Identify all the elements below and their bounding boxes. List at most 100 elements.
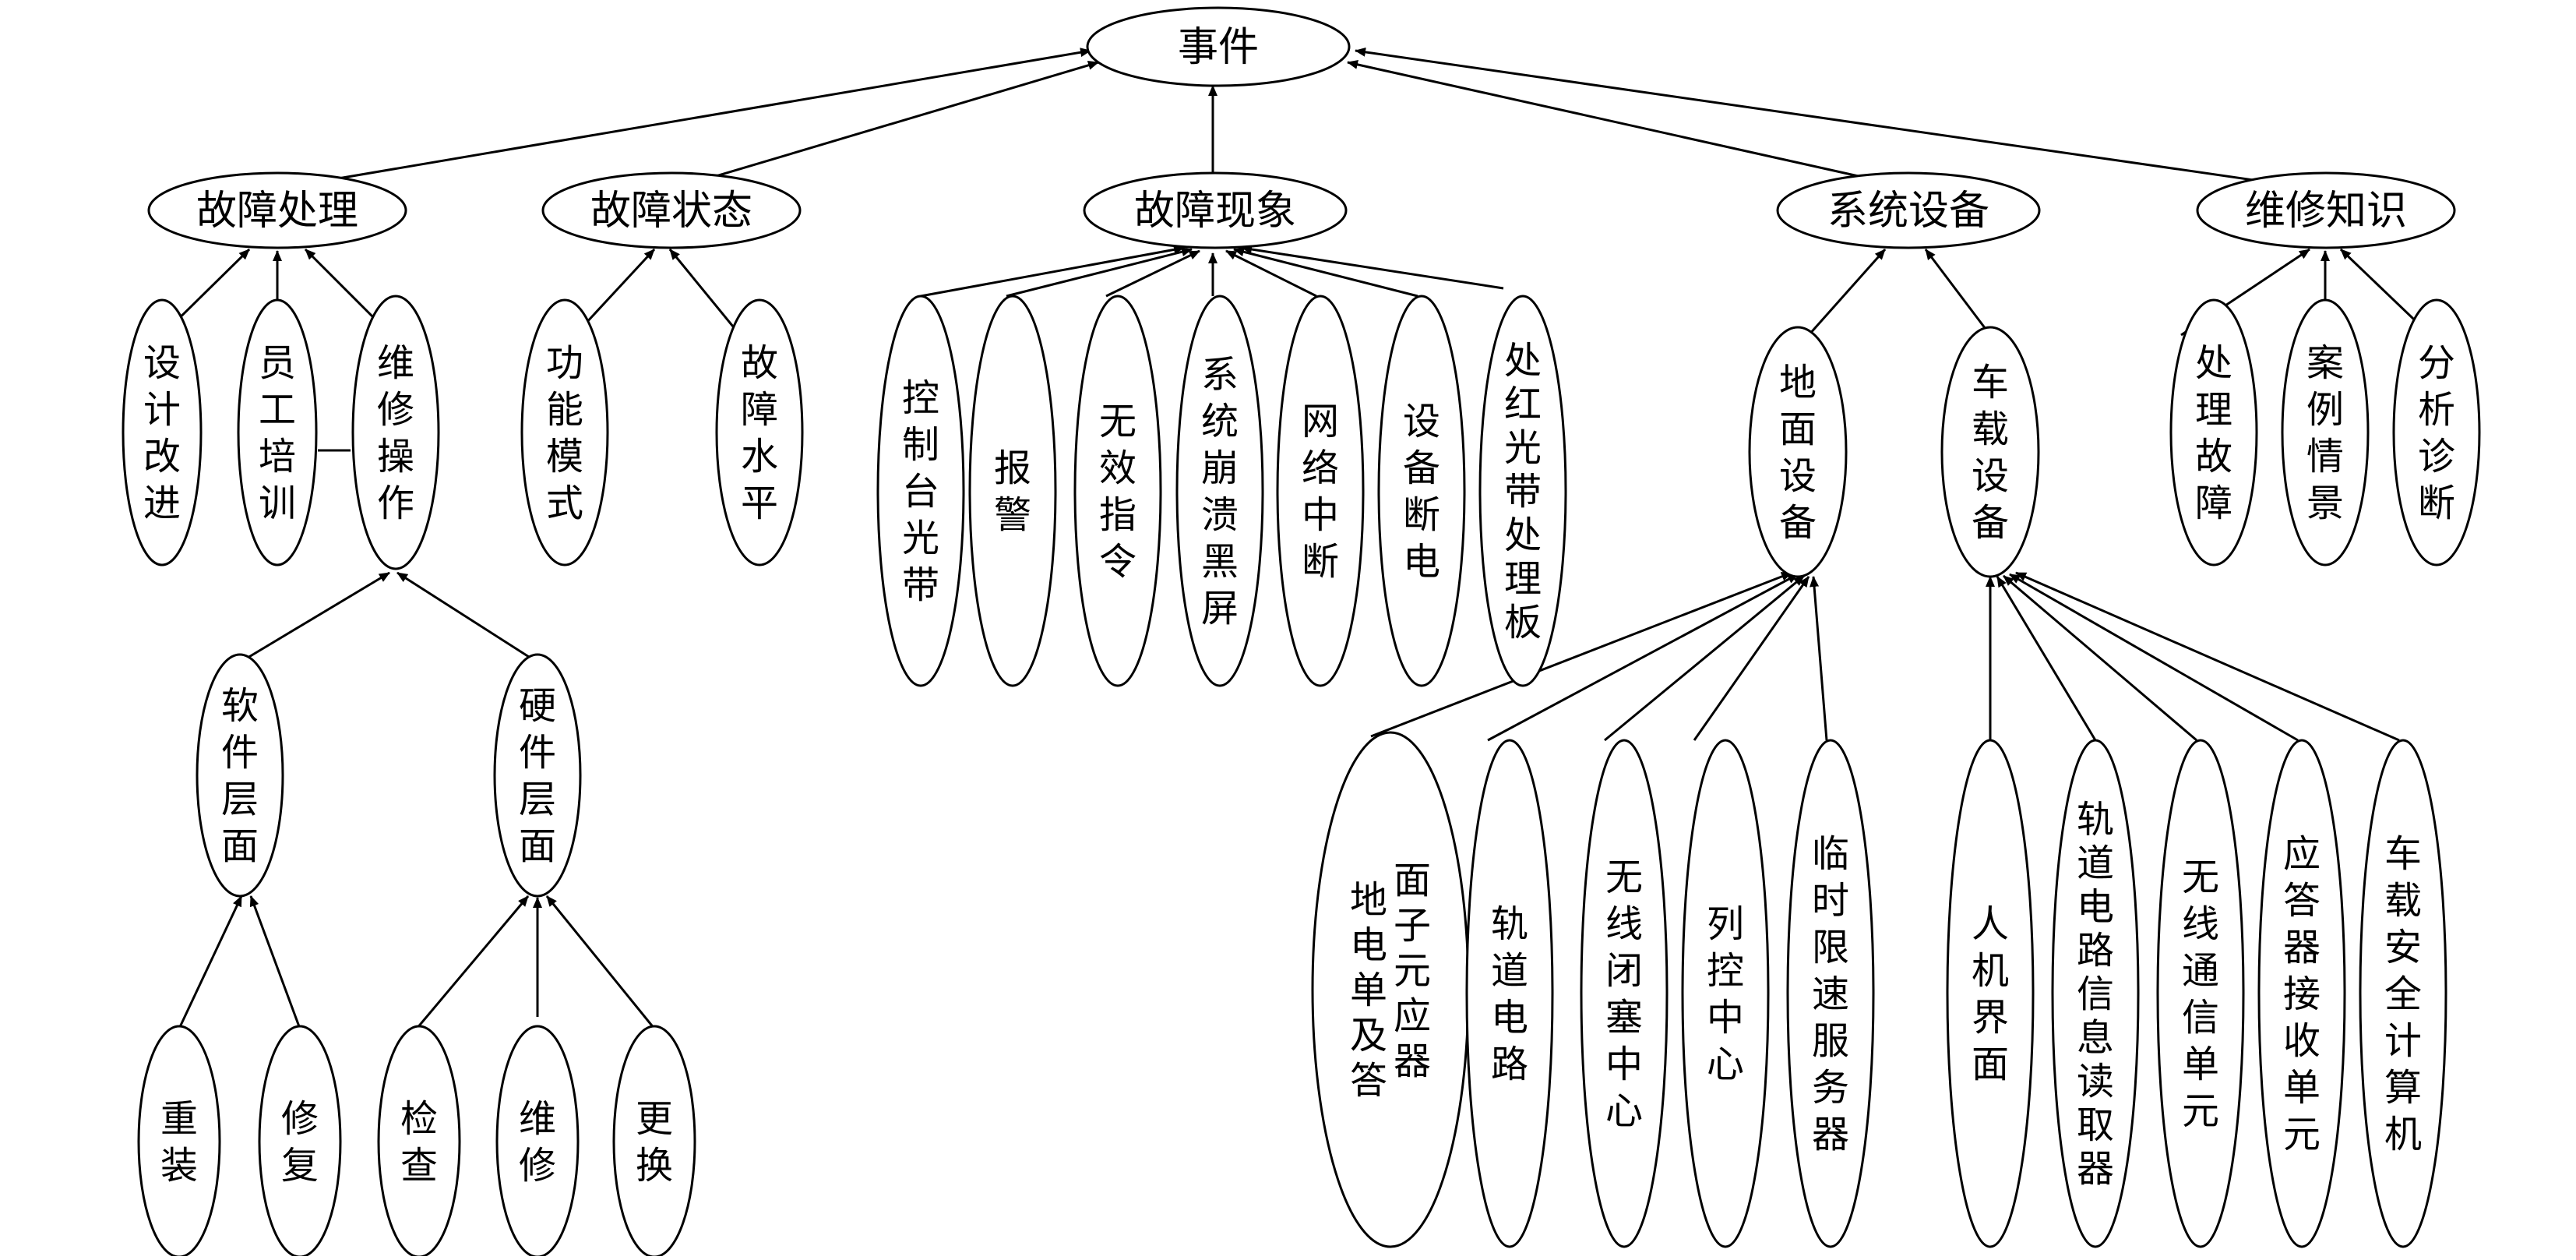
label-fh-maintop: 维修操作 xyxy=(377,341,414,525)
edge-fp6 xyxy=(1233,247,1418,298)
edge-c4-root xyxy=(1347,59,1919,191)
edge-ob5 xyxy=(2015,571,2400,742)
node-gd-1 xyxy=(1311,731,1470,1248)
node-mk-1 xyxy=(2169,298,2258,566)
label-c5: 维修知识 xyxy=(2245,188,2407,235)
edge-fp3 xyxy=(1105,249,1200,298)
node-c1 xyxy=(147,171,407,249)
node-fp-1 xyxy=(876,295,965,687)
edge-gd2 xyxy=(1487,573,1799,742)
edge-hw1 xyxy=(415,895,530,1029)
label-fp-2: 报警 xyxy=(994,446,1031,537)
edge-ob3 xyxy=(2003,574,2197,742)
label-ob-2: 轨道电路信息读取器 xyxy=(2077,798,2114,1191)
edge-c5-root xyxy=(1355,47,2319,191)
edge-hw xyxy=(396,571,538,664)
edge-sw2 xyxy=(249,895,301,1029)
edge-gd1 xyxy=(1370,571,1792,738)
label-fh-training: 员工培训 xyxy=(259,341,296,525)
node-mk-2 xyxy=(2281,298,2370,566)
node-ob-2 xyxy=(2051,739,2140,1248)
label-gd-3: 无线闭塞中心 xyxy=(1605,856,1643,1133)
node-ob-5 xyxy=(2359,739,2447,1248)
edge-se2 xyxy=(1924,249,1992,336)
node-fh-training xyxy=(237,298,318,566)
label-mk-3: 分析诊断 xyxy=(2418,341,2455,525)
label-gd-2: 轨道电路 xyxy=(1491,902,1528,1086)
label-ground: 地面设备 xyxy=(1779,361,1817,545)
node-gd-3 xyxy=(1580,739,1669,1248)
node-repair xyxy=(258,1025,342,1258)
node-onboard xyxy=(1940,326,2040,578)
label-c4: 系统设备 xyxy=(1827,188,1989,235)
node-fp-6 xyxy=(1377,295,1466,687)
label-gd-5: 临时限速服务器 xyxy=(1812,832,1849,1156)
edge-hw3 xyxy=(545,895,656,1029)
label-fp-1: 控制台光带 xyxy=(902,376,939,607)
label-ob-1: 人机界面 xyxy=(1972,902,2009,1086)
node-ob-4 xyxy=(2257,739,2346,1248)
edge-c1-root xyxy=(273,48,1091,191)
node-gd-2 xyxy=(1465,739,1554,1248)
edge-gd5 xyxy=(1810,576,1828,741)
node-maint xyxy=(495,1025,580,1258)
label-mk-2: 案例情景 xyxy=(2306,341,2344,525)
label-hardware: 硬件层面 xyxy=(519,684,556,868)
node-fh-maintop xyxy=(351,295,440,570)
label-gd-4: 列控中心 xyxy=(1707,902,1744,1086)
node-inspect xyxy=(377,1025,461,1258)
label-fh-design: 设计改进 xyxy=(143,341,181,525)
label-root: 事件 xyxy=(1178,24,1259,71)
node-gd-4 xyxy=(1681,739,1770,1248)
label-c3: 故障现象 xyxy=(1134,188,1296,235)
node-ob-1 xyxy=(1946,739,2035,1248)
node-mk-3 xyxy=(2392,298,2481,566)
node-ob-3 xyxy=(2156,739,2245,1248)
node-ground xyxy=(1748,326,1848,578)
label-fp-4: 系统崩溃黑屏 xyxy=(1201,353,1239,630)
label-c2: 故障状态 xyxy=(590,188,752,235)
label-reinstall: 重装 xyxy=(160,1097,198,1188)
node-replace xyxy=(612,1025,696,1258)
label-fp-3: 无效指令 xyxy=(1099,400,1136,584)
node-fs-mode xyxy=(520,298,609,566)
edge-fp5 xyxy=(1225,249,1317,298)
edge-fp1 xyxy=(920,245,1185,298)
node-gd-5 xyxy=(1786,739,1875,1248)
node-fs-level xyxy=(715,298,804,566)
label-fp-7: 处红光带处理板 xyxy=(1504,339,1542,644)
node-fp-5 xyxy=(1276,295,1365,687)
label-ob-5: 车载安全计算机 xyxy=(2384,832,2422,1156)
node-root xyxy=(1086,6,1351,87)
label-c1: 故障处理 xyxy=(196,188,358,235)
edge-ob2 xyxy=(1996,576,2097,741)
node-reinstall xyxy=(137,1025,221,1258)
label-gd-1: 地电单及答面子元应器 xyxy=(1350,859,1431,1103)
label-onboard: 车载设备 xyxy=(1972,361,2009,545)
label-fs-mode: 功能模式 xyxy=(546,341,583,525)
node-c3 xyxy=(1083,171,1348,249)
edge-fp2 xyxy=(1006,247,1193,298)
node-software xyxy=(196,653,284,898)
label-fp-5: 网络中断 xyxy=(1302,400,1339,584)
node-c4 xyxy=(1776,171,2041,249)
edge-gd4 xyxy=(1693,576,1810,741)
label-ob-3: 无线通信单元 xyxy=(2182,856,2219,1133)
label-repair: 修复 xyxy=(281,1097,319,1188)
label-fs-level: 故障水平 xyxy=(741,341,778,525)
node-fh-design xyxy=(122,298,203,566)
edge-sw xyxy=(239,571,390,664)
node-fp-4 xyxy=(1175,295,1264,687)
node-c5 xyxy=(2196,171,2456,249)
node-fp-2 xyxy=(968,295,1057,687)
node-fp-7 xyxy=(1478,295,1567,687)
label-software: 软件层面 xyxy=(221,684,259,868)
edge-ob4 xyxy=(2009,573,2299,742)
label-replace: 更换 xyxy=(636,1097,673,1188)
label-maint: 维修 xyxy=(519,1097,556,1188)
edge-fs2 xyxy=(668,249,742,336)
node-hardware xyxy=(493,653,582,898)
label-mk-1: 处理故障 xyxy=(2195,341,2232,525)
